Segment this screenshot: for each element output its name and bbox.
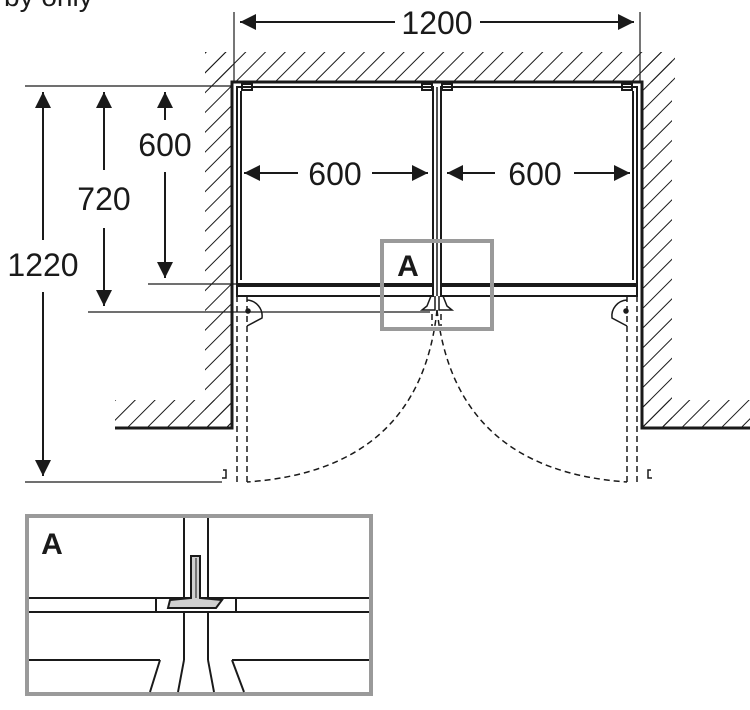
right-door bbox=[440, 285, 638, 297]
detail-handle bbox=[166, 555, 224, 609]
door-swing bbox=[236, 296, 638, 483]
dim-total-width: 1200 bbox=[401, 5, 472, 41]
dimension-lines bbox=[25, 12, 641, 483]
right-unit-body bbox=[440, 86, 638, 285]
dim-depth-720: 720 bbox=[77, 181, 130, 217]
appliance-units bbox=[236, 83, 638, 297]
detail-inset: A bbox=[25, 514, 373, 696]
wall-hatching bbox=[115, 52, 750, 427]
dim-left-unit-width: 600 bbox=[308, 156, 361, 192]
dim-right-unit-width: 600 bbox=[508, 156, 561, 192]
detail-marker-label-bg bbox=[392, 248, 424, 280]
niche-outline bbox=[115, 80, 750, 430]
caption-partial: by only bbox=[4, 0, 93, 12]
dim-depth-600: 600 bbox=[138, 127, 191, 163]
left-unit-body bbox=[236, 86, 434, 285]
left-door bbox=[236, 285, 434, 297]
center-handles bbox=[419, 87, 455, 311]
detail-inset-drawing bbox=[29, 518, 369, 693]
detail-marker-box bbox=[380, 239, 494, 331]
detail-inset-label: A bbox=[41, 528, 63, 561]
detail-inset-frame bbox=[25, 514, 373, 696]
dim-depth-1220: 1220 bbox=[7, 247, 78, 283]
detail-marker-label: A bbox=[397, 250, 419, 283]
hinge-arcs bbox=[222, 299, 652, 479]
